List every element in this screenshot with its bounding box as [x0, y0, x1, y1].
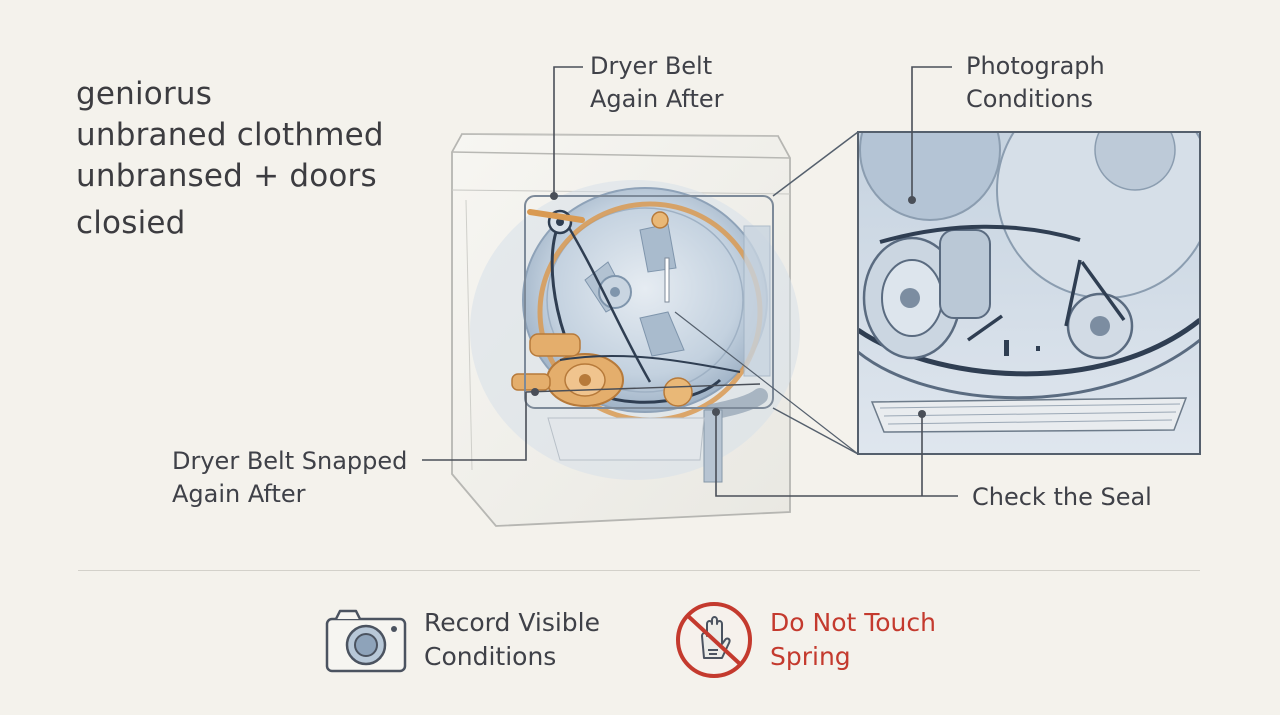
callout-snapped-belt: Dryer Belt Snapped Again After	[172, 445, 407, 511]
divider	[78, 570, 1200, 571]
leader-seal	[715, 414, 958, 497]
legend-record-line-2: Conditions	[424, 642, 557, 671]
legend-do-not-touch-line-2: Spring	[770, 642, 851, 671]
callout-top-belt-line-2: Again After	[590, 85, 724, 113]
leader-dot-seal-inset	[918, 410, 926, 418]
dryer-internals	[470, 180, 800, 483]
inset-detail	[857, 131, 1201, 455]
side-note: geniorus unbraned clothmed unbransed + d…	[76, 74, 416, 244]
callout-top-belt-line-1: Dryer Belt	[590, 52, 713, 80]
camera-icon	[325, 609, 407, 673]
zoom-line-inner	[674, 311, 859, 455]
callout-seal: Check the Seal	[972, 481, 1152, 514]
legend-record: Record Visible Conditions	[324, 605, 600, 675]
zoom-line-top	[772, 131, 859, 197]
leader-snapped-belt	[422, 392, 527, 461]
callout-photograph-line-1: Photograph	[966, 52, 1105, 80]
leader-top-belt	[553, 66, 583, 196]
side-note-line-1: geniorus	[76, 76, 213, 112]
side-note-line-2: unbraned clothmed	[76, 117, 384, 153]
legend-do-not-touch-line-1: Do Not Touch	[770, 608, 936, 637]
leader-dot-top-belt	[550, 192, 558, 200]
legend-record-label: Record Visible Conditions	[424, 606, 600, 674]
callout-photograph: Photograph Conditions	[966, 50, 1105, 116]
callout-snapped-belt-line-2: Again After	[172, 480, 306, 508]
callout-snapped-belt-line-1: Dryer Belt Snapped	[172, 447, 408, 475]
no-hand-icon	[676, 602, 752, 678]
side-note-line-4: closied	[76, 205, 186, 241]
leader-dot-photograph	[908, 196, 916, 204]
legend-record-line-1: Record Visible	[424, 608, 600, 637]
callout-seal-line-1: Check the Seal	[972, 483, 1152, 511]
callout-top-belt: Dryer Belt Again After	[590, 50, 724, 116]
legend-do-not-touch-label: Do Not Touch Spring	[770, 606, 936, 674]
leader-snapped-belt-arm	[525, 383, 761, 393]
leader-dot-seal	[712, 408, 720, 416]
legend-do-not-touch: Do Not Touch Spring	[674, 600, 936, 680]
zoom-line-bottom	[772, 407, 859, 455]
leader-photograph	[911, 66, 952, 200]
side-note-line-3: unbransed + doors	[76, 158, 377, 194]
callout-photograph-line-2: Conditions	[966, 85, 1094, 113]
